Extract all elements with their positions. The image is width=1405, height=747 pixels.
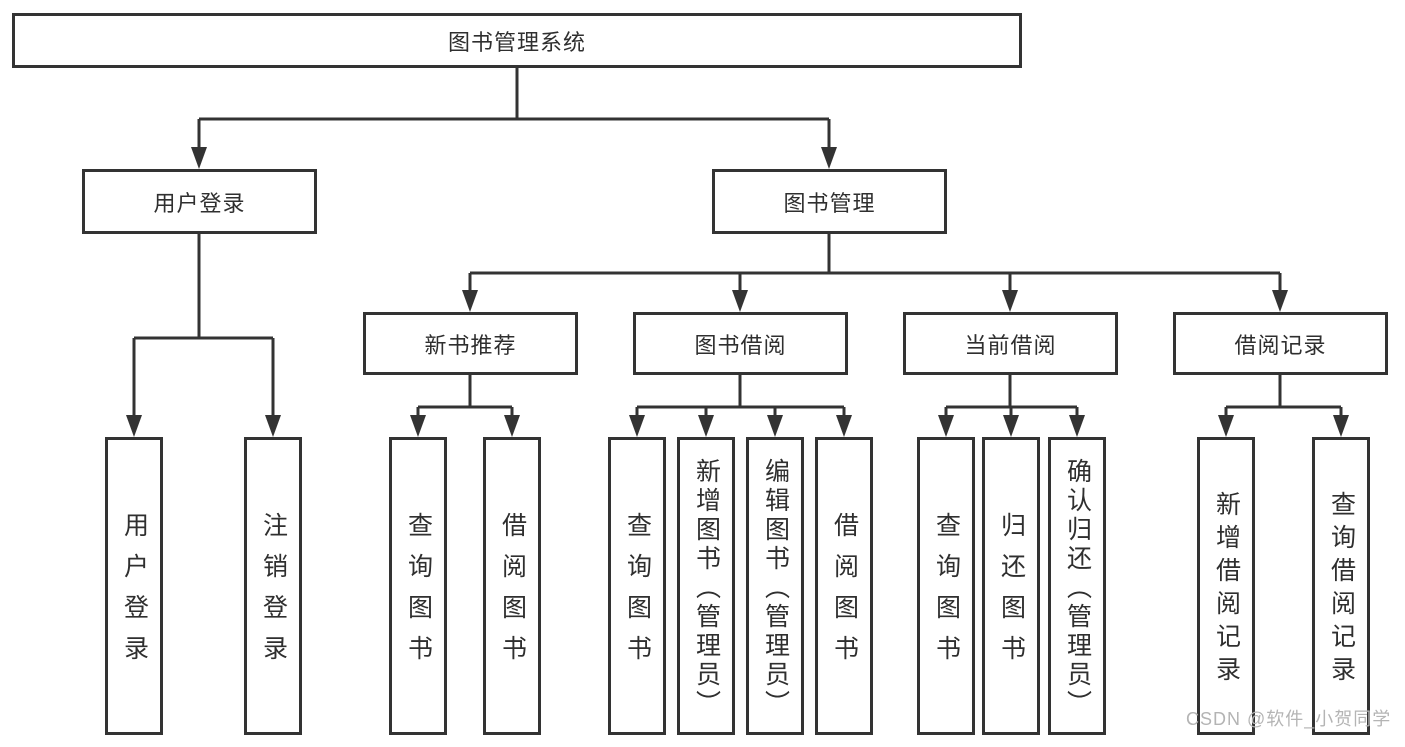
node-book-management-label: 图书管理 bbox=[783, 190, 876, 216]
leaf-borrow-query-books-label: 查询图书 bbox=[623, 512, 652, 676]
leaf-return-books-label: 归还图书 bbox=[997, 512, 1026, 676]
leaf-logout-label: 注销登录 bbox=[259, 512, 288, 676]
node-root: 图书管理系统 bbox=[12, 13, 1022, 68]
leaf-return-books: 归还图书 bbox=[982, 437, 1040, 735]
leaf-current-query-books-label: 查询图书 bbox=[932, 512, 961, 676]
connector-records-to-leaves bbox=[1224, 375, 1343, 418]
leaf-borrow-books: 借阅图书 bbox=[815, 437, 873, 735]
node-new-book-recommend: 新书推荐 bbox=[363, 312, 578, 375]
connector-recommend-to-leaves bbox=[416, 375, 514, 418]
node-root-label: 图书管理系统 bbox=[447, 29, 586, 55]
connector-root-to-level2 bbox=[197, 68, 831, 148]
node-book-borrow: 图书借阅 bbox=[633, 312, 848, 375]
leaf-add-books-admin: 新增图书（管理员） bbox=[677, 437, 735, 735]
node-current-borrow: 当前借阅 bbox=[903, 312, 1118, 375]
leaf-borrow-books-label: 借阅图书 bbox=[830, 512, 859, 676]
leaf-recommend-query-books: 查询图书 bbox=[389, 437, 447, 735]
leaf-current-query-books: 查询图书 bbox=[917, 437, 975, 735]
leaf-edit-books-admin-label: 编辑图书（管理员） bbox=[761, 457, 790, 719]
arrowhead bbox=[629, 415, 645, 437]
leaf-recommend-query-books-label: 查询图书 bbox=[404, 512, 433, 676]
node-new-book-recommend-label: 新书推荐 bbox=[424, 332, 517, 358]
leaf-confirm-return-admin: 确认归还（管理员） bbox=[1048, 437, 1106, 735]
leaf-confirm-return-admin-label: 确认归还（管理员） bbox=[1063, 457, 1092, 719]
leaf-edit-books-admin: 编辑图书（管理员） bbox=[746, 437, 804, 735]
arrowhead bbox=[191, 147, 207, 169]
arrowhead bbox=[126, 415, 142, 437]
connector-bookmgmt-to-level3 bbox=[468, 234, 1282, 293]
arrowhead bbox=[732, 290, 748, 312]
leaf-query-borrow-record: 查询借阅记录 bbox=[1312, 437, 1370, 735]
node-current-borrow-label: 当前借阅 bbox=[964, 332, 1057, 358]
leaf-recommend-borrow-books: 借阅图书 bbox=[483, 437, 541, 735]
node-book-management: 图书管理 bbox=[712, 169, 947, 234]
arrowhead bbox=[1069, 415, 1085, 437]
arrowhead bbox=[1002, 290, 1018, 312]
leaf-add-borrow-record: 新增借阅记录 bbox=[1197, 437, 1255, 735]
node-user-login: 用户登录 bbox=[82, 169, 317, 234]
node-borrow-records: 借阅记录 bbox=[1173, 312, 1388, 375]
arrowhead bbox=[1333, 415, 1349, 437]
arrowhead bbox=[938, 415, 954, 437]
arrowhead bbox=[410, 415, 426, 437]
arrowhead bbox=[698, 415, 714, 437]
node-book-borrow-label: 图书借阅 bbox=[694, 332, 787, 358]
leaf-add-books-admin-label: 新增图书（管理员） bbox=[692, 457, 721, 719]
leaf-borrow-query-books: 查询图书 bbox=[608, 437, 666, 735]
leaf-recommend-borrow-books-label: 借阅图书 bbox=[498, 512, 527, 676]
arrowhead bbox=[265, 415, 281, 437]
node-borrow-records-label: 借阅记录 bbox=[1234, 332, 1327, 358]
arrowhead bbox=[462, 290, 478, 312]
leaf-add-borrow-record-label: 新增借阅记录 bbox=[1212, 491, 1241, 689]
watermark: CSDN @软件_小贺同学 bbox=[1186, 709, 1392, 729]
arrowhead bbox=[504, 415, 520, 437]
connector-login-to-leaves bbox=[132, 234, 275, 418]
arrowhead bbox=[1218, 415, 1234, 437]
leaf-logout: 注销登录 bbox=[244, 437, 302, 735]
arrowhead bbox=[1272, 290, 1288, 312]
node-user-login-label: 用户登录 bbox=[153, 190, 246, 216]
arrowhead bbox=[1003, 415, 1019, 437]
leaf-query-borrow-record-label: 查询借阅记录 bbox=[1327, 491, 1356, 689]
connector-current-to-leaves bbox=[944, 375, 1079, 418]
leaf-user-login: 用户登录 bbox=[105, 437, 163, 735]
connector-borrow-to-leaves bbox=[635, 375, 846, 418]
leaf-user-login-label: 用户登录 bbox=[120, 512, 149, 676]
arrowhead bbox=[767, 415, 783, 437]
arrowhead bbox=[821, 147, 837, 169]
arrowhead bbox=[836, 415, 852, 437]
